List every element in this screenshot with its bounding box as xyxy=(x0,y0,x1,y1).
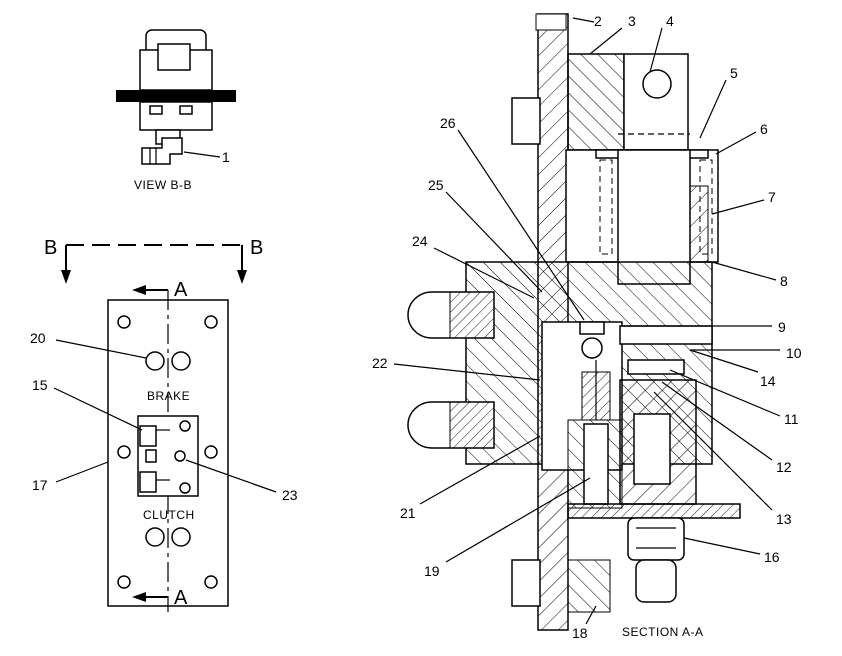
callout-8: 8 xyxy=(780,273,788,289)
callout-19: 19 xyxy=(424,563,440,579)
callout-11: 11 xyxy=(784,411,799,427)
callout-21: 21 xyxy=(400,505,416,521)
callout-25: 25 xyxy=(428,177,444,193)
callout-16: 16 xyxy=(764,549,780,565)
section-aa-drawing xyxy=(407,13,741,631)
callout-5: 5 xyxy=(730,65,738,81)
callout-12: 12 xyxy=(776,459,792,475)
section-aa-leaders xyxy=(393,17,781,625)
section-marker-a-bottom: A xyxy=(174,587,188,609)
control-panel-front-view xyxy=(107,290,229,612)
section-marker-b-right: B xyxy=(250,237,263,259)
section-arrows-aa xyxy=(132,285,168,602)
callout-18: 18 xyxy=(572,625,588,641)
callout-3: 3 xyxy=(628,13,636,29)
callout-9: 9 xyxy=(778,319,786,335)
callout-2: 2 xyxy=(594,13,602,29)
callout-14: 14 xyxy=(760,373,776,389)
view-bb-drawing xyxy=(116,29,236,165)
callout-23: 23 xyxy=(282,487,298,503)
callout-26: 26 xyxy=(440,115,456,131)
section-marker-b-left: B xyxy=(44,237,57,259)
callout-17: 17 xyxy=(32,477,48,493)
callout-20: 20 xyxy=(30,330,46,346)
callout-15: 15 xyxy=(32,377,48,393)
view-bb-caption: VIEW B-B xyxy=(134,178,192,192)
callout-1: 1 xyxy=(222,149,230,165)
callout-7: 7 xyxy=(768,189,776,205)
callout-6: 6 xyxy=(760,121,768,137)
section-line-bb xyxy=(61,244,247,284)
section-aa-caption: SECTION A-A xyxy=(622,625,704,639)
callout-10: 10 xyxy=(786,345,802,361)
callout-22: 22 xyxy=(372,355,388,371)
callout-13: 13 xyxy=(776,511,792,527)
callout-24: 24 xyxy=(412,233,428,249)
clutch-label: CLUTCH xyxy=(143,508,195,522)
callout-4: 4 xyxy=(666,13,674,29)
section-marker-a-top: A xyxy=(174,279,188,301)
brake-label: BRAKE xyxy=(147,389,190,403)
